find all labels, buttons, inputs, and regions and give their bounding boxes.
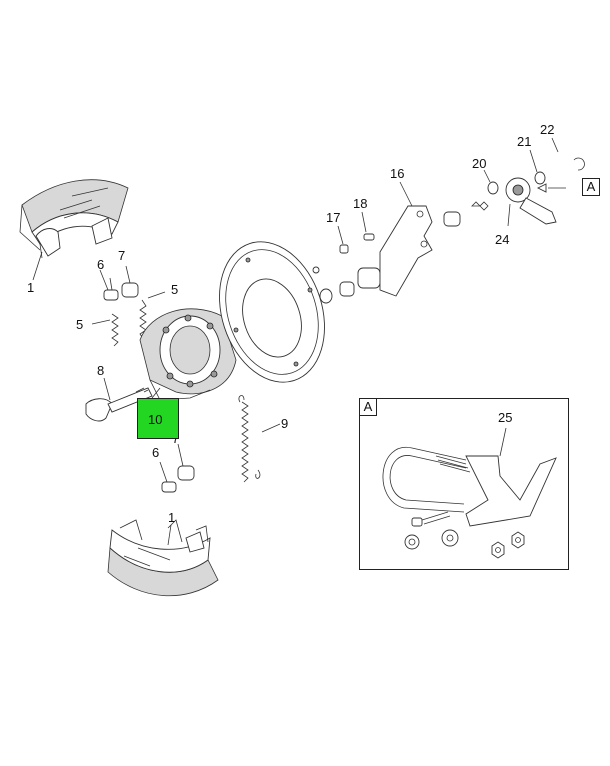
anchor-pin-top	[103, 277, 119, 301]
return-spring-left	[91, 313, 119, 347]
leader-1-bottom	[167, 524, 172, 546]
nut-17	[337, 225, 349, 254]
label-part-17: 17	[326, 210, 341, 225]
u-bolt	[382, 446, 471, 513]
label-part-18: 18	[353, 196, 368, 211]
label-part-20: 20	[472, 156, 487, 171]
flat-washer	[441, 529, 459, 547]
label-part-5-left: 5	[76, 317, 84, 332]
highlight-part-10[interactable]: 10	[137, 398, 179, 439]
lock-washer	[404, 534, 420, 550]
label-part-8: 8	[97, 363, 105, 378]
label-part-5-right: 5	[171, 282, 179, 297]
label-part-7-top: 7	[118, 248, 126, 263]
detail-title-a: A	[359, 398, 377, 416]
hex-nut-b	[511, 531, 525, 549]
washer-20	[483, 169, 499, 195]
washer-small	[312, 266, 320, 274]
label-part-16: 16	[390, 166, 405, 181]
label-part-9: 9	[281, 416, 289, 431]
label-part-24: 24	[495, 232, 510, 247]
label-part-10: 10	[148, 412, 163, 427]
bushing-top	[121, 265, 139, 298]
hex-nut-a	[491, 541, 505, 559]
anchor-pin-bottom	[159, 461, 177, 493]
leader-1-top	[32, 251, 43, 281]
brake-spider	[139, 308, 237, 401]
brake-shoe-bottom	[107, 519, 219, 597]
label-part-1-bottom: 1	[168, 510, 176, 525]
label-part-1-top: 1	[27, 280, 35, 295]
view-reference-a[interactable]: A	[582, 178, 600, 196]
snap-ring	[471, 201, 489, 211]
chamber-bracket	[379, 181, 433, 297]
label-part-6-top: 6	[97, 257, 105, 272]
leader-10	[151, 387, 161, 399]
chamber-mount-bracket	[465, 427, 557, 527]
leader-6-top	[99, 269, 109, 291]
dust-shield	[219, 241, 325, 383]
brake-shoe-top	[19, 179, 129, 259]
label-part-21: 21	[517, 134, 532, 149]
label-part-22: 22	[540, 122, 555, 137]
clip-22	[551, 137, 585, 171]
bracket-bushing	[443, 211, 461, 227]
bolt-18	[361, 211, 375, 241]
bushing-bottom	[177, 443, 195, 481]
label-part-25: 25	[498, 410, 513, 425]
label-part-6-bottom: 6	[152, 445, 160, 460]
camshaft	[85, 377, 153, 422]
cam-tube-bushing	[339, 267, 381, 297]
detail-view-a	[359, 398, 569, 570]
slack-adjuster	[505, 177, 566, 227]
seal-ring	[319, 288, 333, 304]
long-spring	[238, 395, 281, 483]
washer-21	[529, 149, 546, 185]
return-spring-right	[139, 291, 166, 341]
detail-bolt	[411, 511, 451, 527]
